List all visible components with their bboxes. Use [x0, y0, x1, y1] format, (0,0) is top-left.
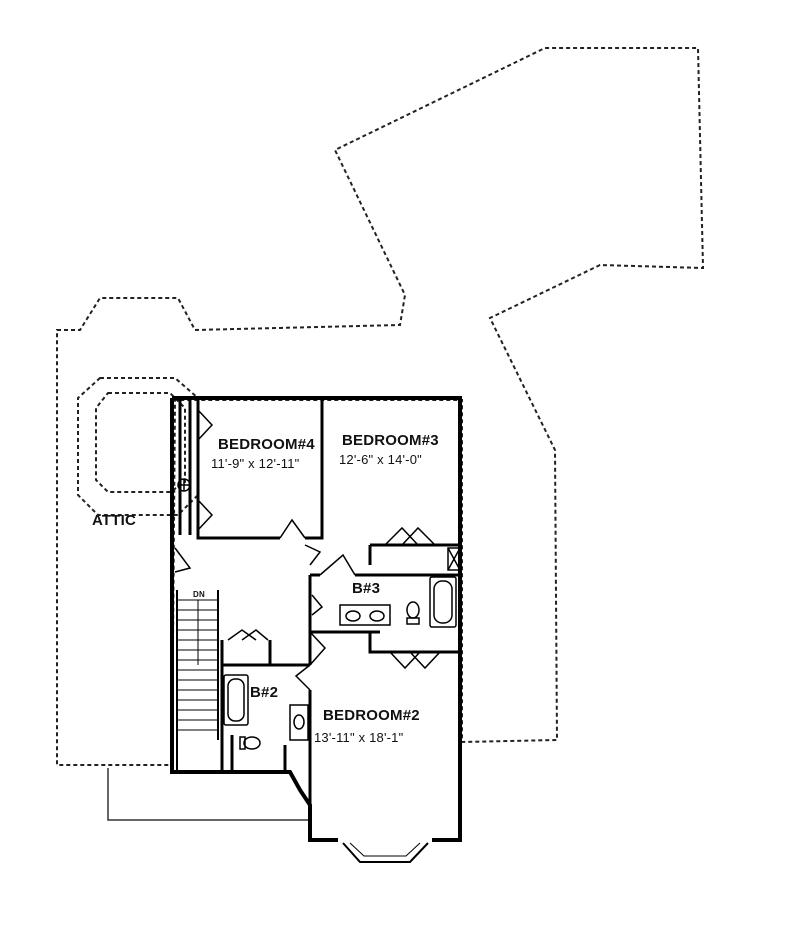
- fixtures: [177, 478, 461, 750]
- bedroom2-label: BEDROOM#2: [323, 707, 420, 724]
- attic-outline: [56, 47, 705, 766]
- bedroom2-dimensions: 13'-11" x 18'-1": [314, 730, 404, 745]
- bath2-label: B#2: [250, 684, 279, 701]
- attic-label: ATTIC: [92, 512, 137, 529]
- interior-walls: [178, 398, 460, 805]
- exterior-walls: [170, 396, 462, 842]
- bedroom3-label: BEDROOM#3: [342, 432, 439, 449]
- stair-down-label: DN: [193, 590, 205, 599]
- attic-skylight-outer: [77, 377, 199, 516]
- bedroom3-dimensions: 12'-6" x 14'-0": [339, 452, 422, 467]
- bay-window: [342, 842, 429, 863]
- door-swings: [174, 409, 441, 691]
- bedroom4-label: BEDROOM#4: [218, 436, 315, 453]
- staircase: [176, 590, 219, 770]
- bath3-label: B#3: [352, 580, 381, 597]
- porch-outline: [107, 768, 310, 821]
- bedroom4-dimensions: 11'-9" x 12'-11": [211, 456, 300, 471]
